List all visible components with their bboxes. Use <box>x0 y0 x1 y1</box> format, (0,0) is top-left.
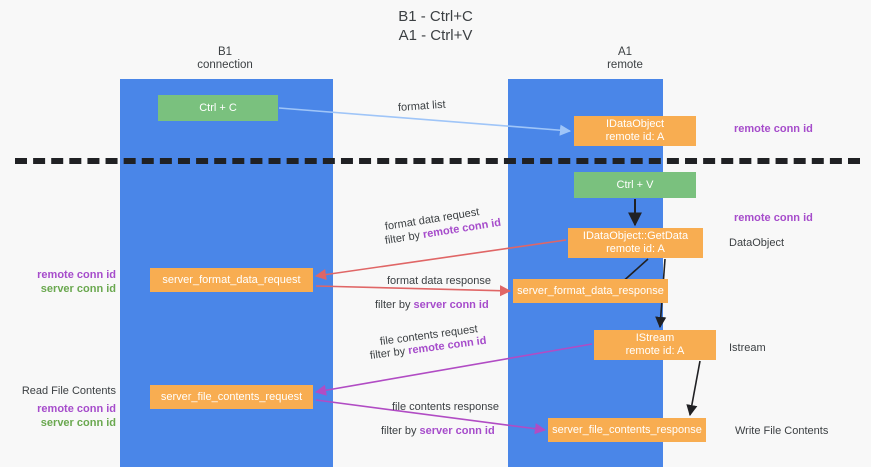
node-server-file-contents-request[interactable]: server_file_contents_request <box>150 385 313 409</box>
page-title: B1 - Ctrl+C A1 - Ctrl+V <box>0 7 871 45</box>
edge-label-file-contents-response-filter: filter by server conn id <box>381 424 495 438</box>
node-idataobject-label: IDataObject <box>605 118 665 130</box>
edge-istream-to-file-response <box>686 360 701 417</box>
lane-header-a1-line2: remote <box>607 59 643 71</box>
node-server-format-data-response[interactable]: server_format_data_response <box>513 279 668 303</box>
node-ctrl-c-label: Ctrl + C <box>199 101 237 114</box>
node-istream-label: IStream <box>635 332 675 344</box>
lane-header-b1: B1 connection <box>150 46 300 72</box>
node-getdata-sub: remote id: A <box>606 243 665 255</box>
filter-key-server-conn-id: server conn id <box>419 425 495 437</box>
lane-header-b1-line2: connection <box>197 59 253 71</box>
edge-label-format-list: format list <box>398 98 447 115</box>
annotation-istream: Istream <box>729 342 766 354</box>
node-server-file-contents-response-label: server_file_contents_response <box>552 423 702 436</box>
node-server-format-data-request[interactable]: server_format_data_request <box>150 268 313 292</box>
node-ctrl-v[interactable]: Ctrl + V <box>574 172 696 198</box>
lane-header-b1-line1: B1 <box>217 46 233 58</box>
edge-label-format-data-response-filter: filter by server conn id <box>375 298 489 312</box>
annotation-read-file-contents: Read File Contents <box>21 385 116 397</box>
annotation-server-conn-id-1: server conn id <box>40 283 116 295</box>
lane-header-a1: A1 remote <box>550 46 700 72</box>
node-getdata-label: IDataObject::GetData <box>582 230 689 242</box>
annotation-remote-conn-id-top: remote conn id <box>734 123 813 135</box>
node-idataobject[interactable]: IDataObject remote id: A <box>574 116 696 146</box>
annotation-remote-conn-id-2: remote conn id <box>37 403 116 415</box>
filter-key-server-conn-id: server conn id <box>413 299 489 311</box>
title-line-2: A1 - Ctrl+V <box>398 27 473 44</box>
node-server-file-contents-request-label: server_file_contents_request <box>160 390 303 403</box>
lane-header-a1-line1: A1 <box>617 46 633 58</box>
annotation-remote-conn-id-1: remote conn id <box>37 269 116 281</box>
filter-prefix: filter by <box>381 425 420 437</box>
annotation-conn-ids-upper: remote conn id server conn id <box>18 268 116 296</box>
edge-label-file-contents-response-text: file contents response <box>392 401 500 413</box>
node-idataobject-getdata[interactable]: IDataObject::GetData remote id: A <box>568 228 703 258</box>
edge-label-format-list-text: format list <box>397 98 446 114</box>
annotation-write-file-contents: Write File Contents <box>735 425 829 437</box>
node-ctrl-v-label: Ctrl + V <box>616 178 654 191</box>
edge-label-format-data-response: format data response <box>387 274 491 288</box>
node-server-format-data-request-label: server_format_data_request <box>162 273 301 286</box>
node-server-format-data-response-label: server_format_data_response <box>517 284 664 297</box>
phase-divider <box>15 158 860 164</box>
annotation-dataobject: DataObject <box>729 237 785 249</box>
annotation-server-conn-id-2: server conn id <box>40 417 116 429</box>
node-ctrl-c[interactable]: Ctrl + C <box>158 95 278 121</box>
node-istream[interactable]: IStream remote id: A <box>594 330 716 360</box>
annotation-conn-ids-lower: remote conn id server conn id <box>18 402 116 430</box>
node-server-file-contents-response[interactable]: server_file_contents_response <box>548 418 706 442</box>
edge-label-file-contents-response: file contents response <box>392 400 499 414</box>
title-line-1: B1 - Ctrl+C <box>398 8 473 25</box>
filter-prefix: filter by <box>369 345 409 362</box>
node-istream-sub: remote id: A <box>625 345 685 357</box>
annotation-remote-conn-id-mid: remote conn id <box>734 212 813 224</box>
edge-label-format-data-response-text: format data response <box>387 275 491 287</box>
filter-prefix: filter by <box>375 299 414 311</box>
node-idataobject-sub: remote id: A <box>605 131 665 143</box>
